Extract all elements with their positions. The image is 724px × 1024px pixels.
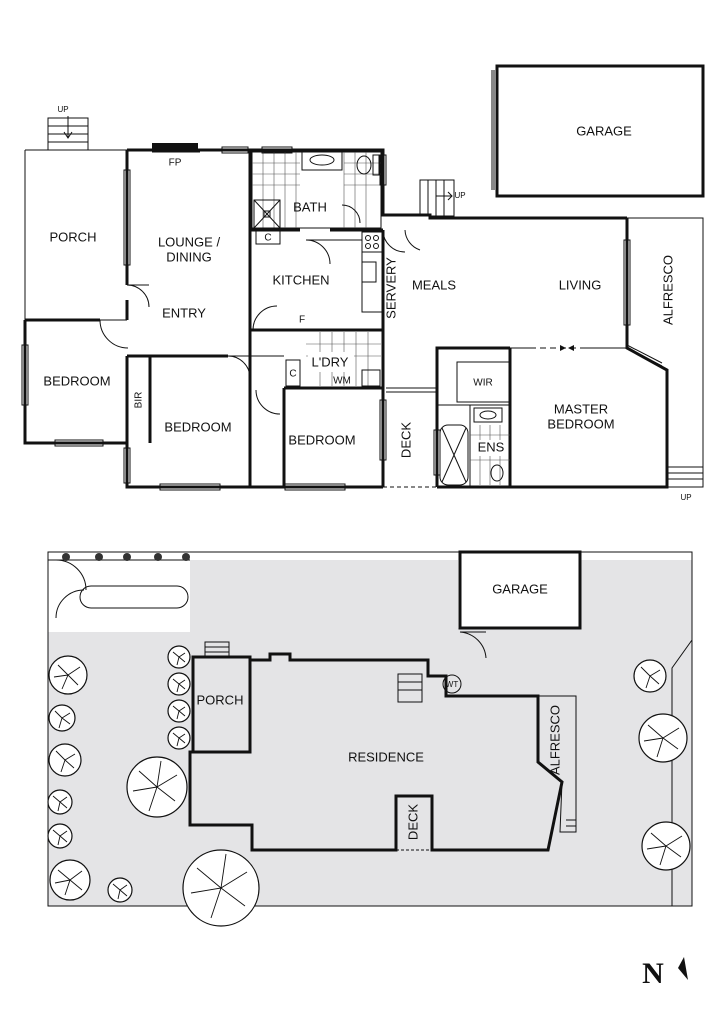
garage-floor-plan: GARAGE xyxy=(491,64,705,198)
tree xyxy=(641,821,691,871)
washing-machine-label: WM xyxy=(333,376,351,387)
site-porch-label: PORCH xyxy=(197,692,244,707)
tree xyxy=(167,726,191,750)
fridge-label: F xyxy=(299,315,305,326)
bedroom-mid-label: BEDROOM xyxy=(164,419,231,434)
kitchen-label: KITCHEN xyxy=(272,272,329,287)
fireplace-label: FP xyxy=(169,158,182,169)
compass-label: N xyxy=(642,957,664,990)
servery-label: SERVERY xyxy=(383,257,398,319)
site-garage-label: GARAGE xyxy=(492,581,548,596)
living-label: LIVING xyxy=(559,277,602,292)
bir-label: BIR xyxy=(134,392,145,409)
water-tank xyxy=(442,674,462,694)
fireplace xyxy=(152,143,198,152)
up-label-alfresco: UP xyxy=(680,493,691,502)
meals-label: MEALS xyxy=(412,277,456,292)
laundry: C L'DRY WM xyxy=(285,332,381,387)
kitchen-fixtures: KITCHEN F xyxy=(272,231,383,326)
tree xyxy=(47,823,73,849)
fence-posts xyxy=(62,553,190,561)
tree xyxy=(48,655,88,695)
porch-area: UP PORCH xyxy=(24,105,127,321)
residence-label: RESIDENCE xyxy=(348,749,424,764)
meals-steps: UP xyxy=(419,179,466,217)
laundry-cupboard-label: C xyxy=(289,369,296,380)
floor-plan: GARAGE UP PORCH xyxy=(21,64,705,502)
lounge-label-line2: DINING xyxy=(166,249,212,264)
tree xyxy=(182,849,260,927)
ensuite-label: ENS xyxy=(478,439,505,454)
lounge-label-line1: LOUNGE / xyxy=(158,234,221,249)
site-plan: GARAGE PORCH RESIDENCE DECK ALFRESCO WT xyxy=(47,550,693,927)
alfresco-label: ALFRESCO xyxy=(660,255,675,325)
alfresco-area: UP ALFRESCO xyxy=(627,217,704,502)
tree xyxy=(167,672,191,696)
windows xyxy=(21,146,631,491)
tree xyxy=(633,659,667,693)
entry-label: ENTRY xyxy=(162,305,206,320)
tree xyxy=(49,859,91,901)
up-label-porch: UP xyxy=(57,105,68,114)
tree xyxy=(48,743,82,777)
bath-cupboard-label: C xyxy=(264,233,271,244)
master-label-line1: MASTER xyxy=(554,401,608,416)
tree xyxy=(167,699,191,723)
garage-label: GARAGE xyxy=(576,123,632,138)
tree xyxy=(107,877,133,903)
site-garage xyxy=(458,550,582,630)
north-arrow-icon xyxy=(678,957,688,980)
site-deck-label: DECK xyxy=(405,804,420,840)
tree xyxy=(48,704,76,732)
deck-label: DECK xyxy=(398,422,413,458)
tree xyxy=(638,713,688,763)
bedroom-east-label: BEDROOM xyxy=(288,432,355,447)
tree xyxy=(167,645,191,669)
bath-tiles: BATH C xyxy=(251,151,382,245)
house-walls xyxy=(23,148,669,489)
laundry-label: L'DRY xyxy=(312,354,349,369)
door-swings xyxy=(99,204,663,415)
north-compass: N xyxy=(642,957,688,990)
up-label-meals: UP xyxy=(454,191,465,200)
porch-label: PORCH xyxy=(50,229,97,244)
site-alfresco-label: ALFRESCO xyxy=(547,705,562,775)
ensuite: ENS xyxy=(439,407,510,486)
tree xyxy=(47,789,73,815)
master-label-line2: BEDROOM xyxy=(547,416,614,431)
bath-label: BATH xyxy=(293,199,327,214)
wir-label: WIR xyxy=(473,378,492,389)
tree xyxy=(126,756,188,818)
bedroom-west-label: BEDROOM xyxy=(43,373,110,388)
water-tank-label: WT xyxy=(446,680,459,689)
trees xyxy=(47,645,691,927)
